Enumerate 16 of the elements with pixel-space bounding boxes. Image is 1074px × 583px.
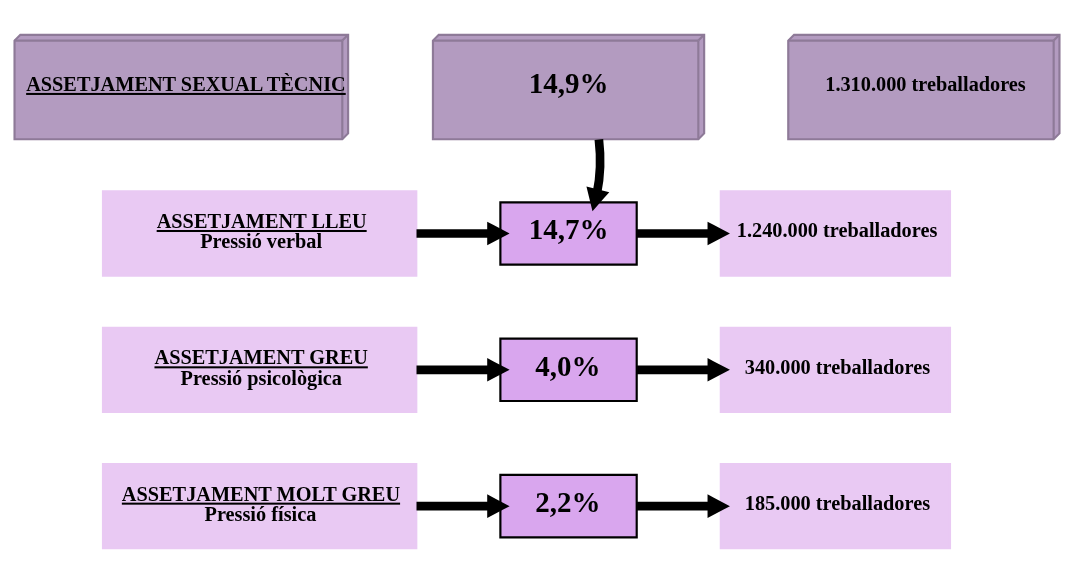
node-box: 14,7% xyxy=(499,201,638,266)
node-box: 1.240.000 treballadores xyxy=(719,190,952,277)
node-box: 340.000 treballadores xyxy=(719,326,952,413)
arrow xyxy=(416,221,510,246)
arrow xyxy=(636,358,730,382)
arrow xyxy=(636,494,730,518)
arrow xyxy=(416,358,510,382)
node-box: 2,2% xyxy=(499,473,638,539)
arrow xyxy=(586,139,610,212)
arrow xyxy=(416,494,510,518)
node-box: ASSETJAMENT MOLT GREU Pressió física xyxy=(101,463,418,550)
node-box: ASSETJAMENT LLEU Pressió verbal xyxy=(101,190,418,277)
node-box: ASSETJAMENT GREU Pressió psicològica xyxy=(101,326,418,413)
node-box: 185.000 treballadores xyxy=(719,463,952,550)
node-box: 4,0% xyxy=(499,337,638,403)
arrow xyxy=(636,221,730,246)
